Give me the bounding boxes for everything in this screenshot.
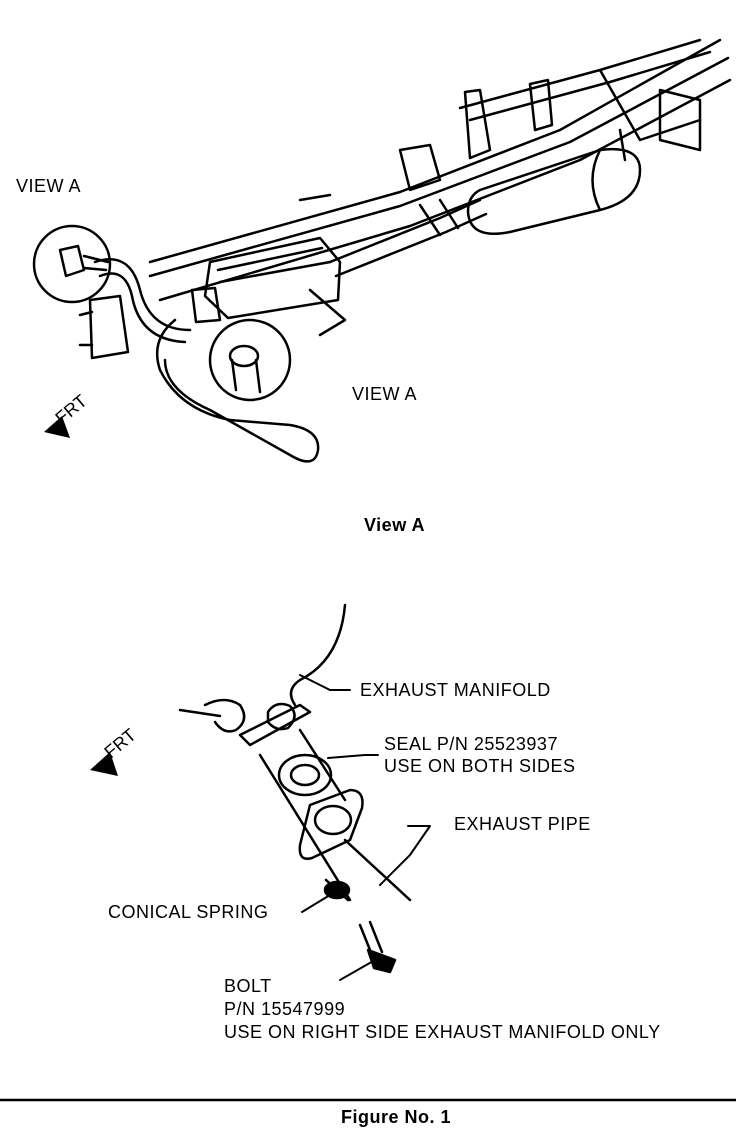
leader-lines (299, 674, 431, 981)
section-title: View A (364, 515, 426, 535)
muffler (466, 128, 642, 235)
chassis-frame (148, 38, 732, 302)
view-a-center-callout (208, 318, 292, 402)
conical-spring (323, 878, 351, 902)
y-pipe (78, 257, 320, 463)
view-a-label-center: VIEW A (352, 384, 418, 404)
exhaust-manifold (178, 603, 347, 747)
exhaust-pipe-label: EXHAUST PIPE (454, 814, 591, 834)
seal-label-line2: USE ON BOTH SIDES (384, 756, 576, 776)
front-arrow-icon-detail (90, 752, 118, 776)
bolt (358, 920, 397, 974)
front-arrow-icon (44, 416, 70, 438)
bolt-label-line3: USE ON RIGHT SIDE EXHAUST MANIFOLD ONLY (224, 1022, 661, 1042)
view-a-left-callout (32, 224, 112, 304)
bolt-label-line2: P/N 15547999 (224, 999, 346, 1019)
exhaust-pipe-part (258, 728, 412, 902)
seal-label-line1: SEAL P/N 25523937 (384, 734, 558, 754)
exhaust-manifold-label: EXHAUST MANIFOLD (360, 680, 551, 700)
view-a-label-left: VIEW A (16, 176, 82, 196)
figure-caption: Figure No. 1 (341, 1107, 452, 1127)
flange (298, 788, 364, 860)
catalytic-converter (190, 236, 347, 337)
seal (277, 753, 333, 797)
conical-spring-label: CONICAL SPRING (108, 902, 269, 922)
exhaust-pipes (328, 198, 488, 278)
bolt-label-line1: BOLT (224, 976, 272, 996)
